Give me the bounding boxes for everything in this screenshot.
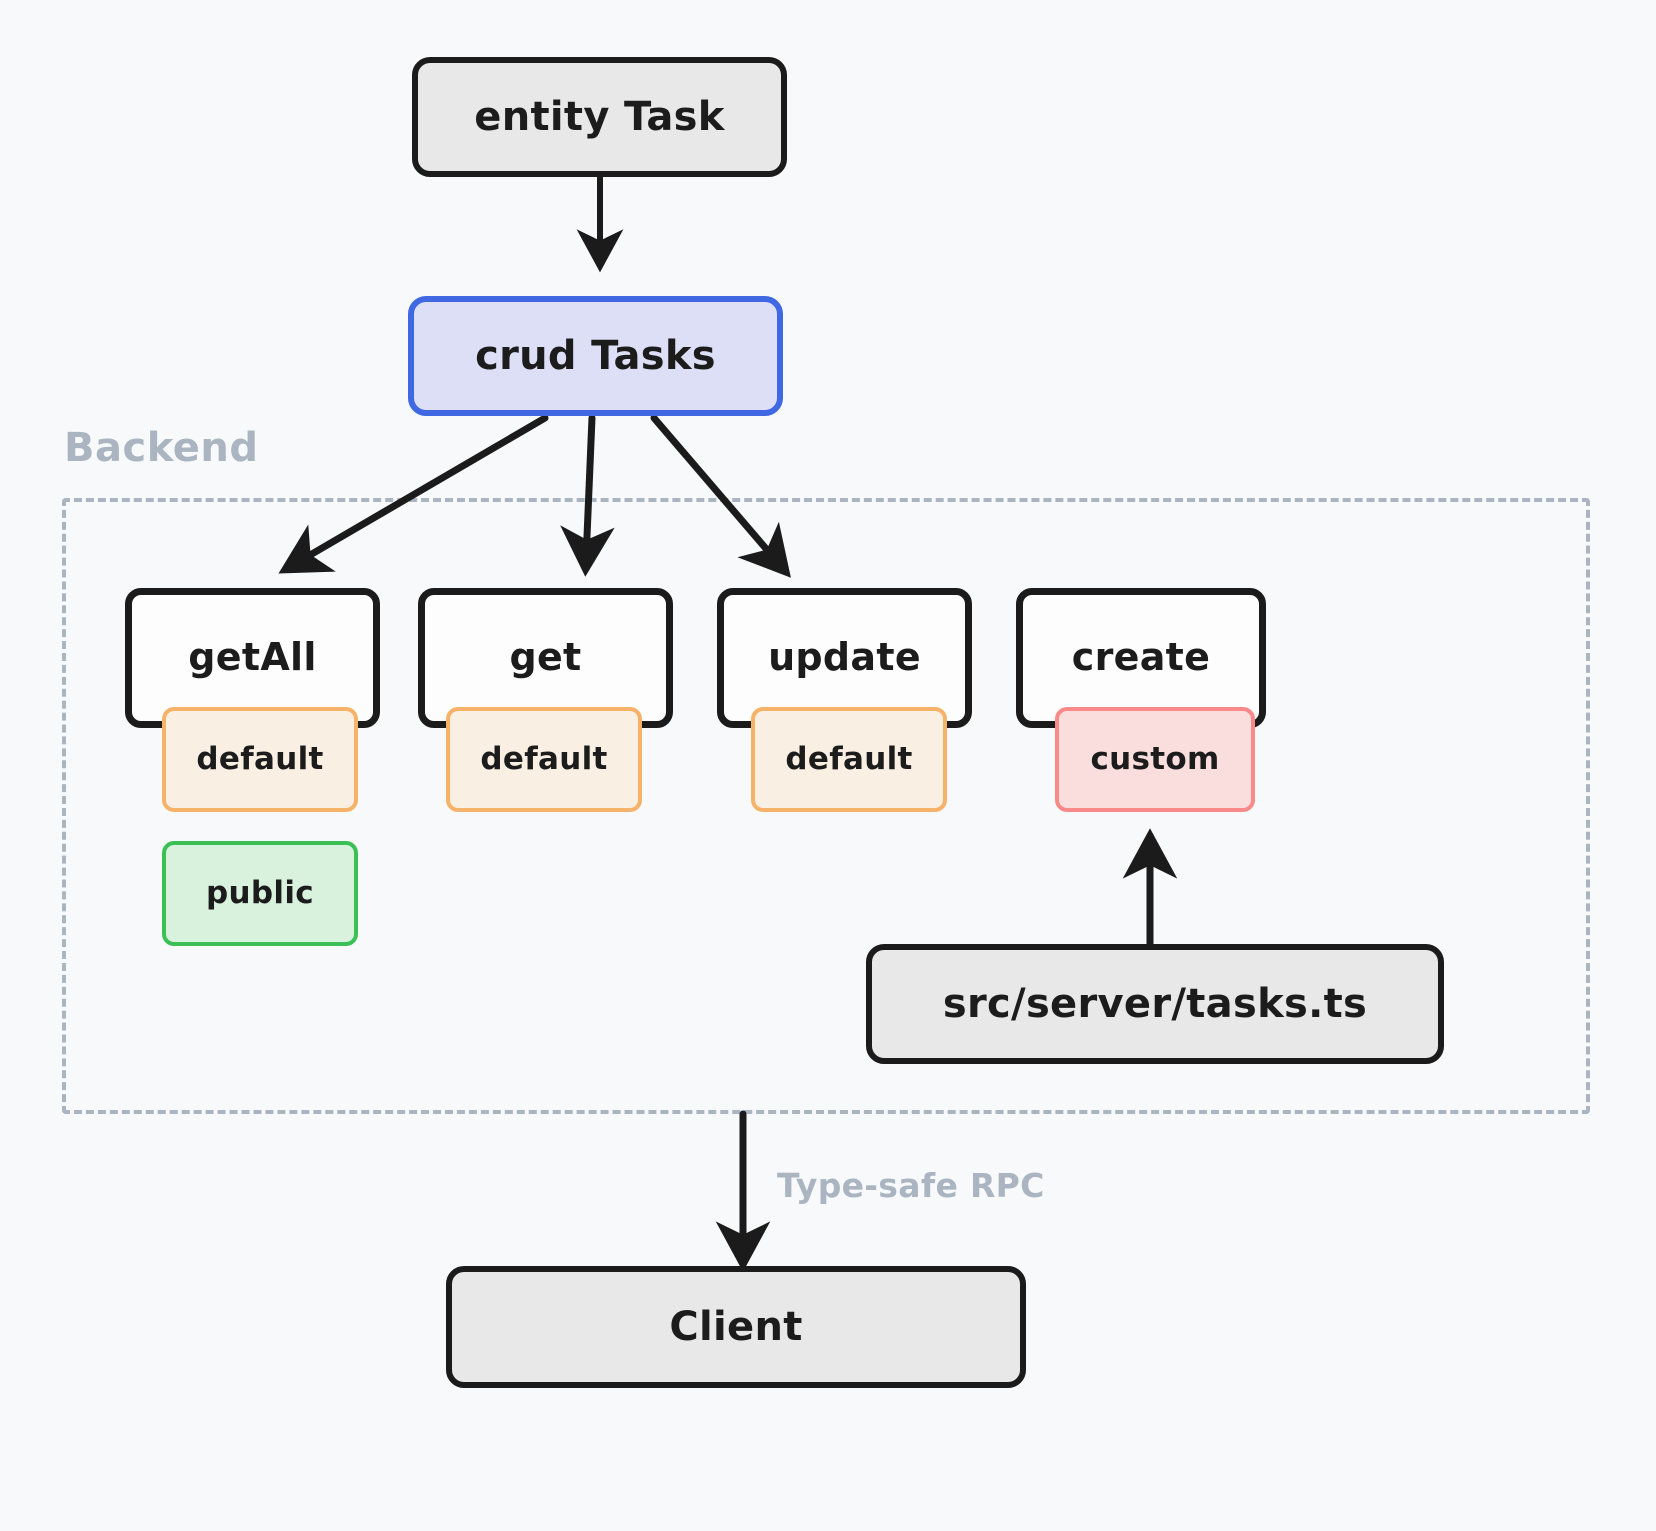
source-file-node[interactable]: src/server/tasks.ts [866, 944, 1444, 1064]
crud-tasks-node[interactable]: crud Tasks [408, 296, 783, 416]
badge-default-update[interactable]: default [751, 707, 947, 812]
method-node-update[interactable]: update [717, 588, 972, 728]
crud-tasks-label: crud Tasks [475, 333, 716, 379]
badge-label-default-get: default [480, 741, 608, 778]
badge-label-default-getall: default [196, 741, 324, 778]
badge-label-custom-create: custom [1090, 741, 1220, 778]
badge-default-getall[interactable]: default [162, 707, 358, 812]
method-label-getall: getAll [188, 635, 317, 679]
badge-label-public-getall: public [206, 875, 314, 912]
badge-custom-create[interactable]: custom [1055, 707, 1255, 812]
source-file-label: src/server/tasks.ts [942, 981, 1368, 1027]
rpc-edge-label: Type-safe RPC [777, 1166, 1045, 1205]
backend-group-title: Backend [64, 425, 259, 471]
badge-public-getall[interactable]: public [162, 841, 358, 946]
method-label-update: update [768, 635, 921, 679]
entity-task-node[interactable]: entity Task [412, 57, 787, 177]
method-node-create[interactable]: create [1016, 588, 1266, 728]
client-label: Client [669, 1304, 803, 1350]
method-node-get[interactable]: get [418, 588, 673, 728]
badge-default-get[interactable]: default [446, 707, 642, 812]
method-label-create: create [1071, 635, 1211, 679]
entity-task-label: entity Task [474, 94, 725, 140]
method-label-get: get [509, 635, 582, 679]
client-node[interactable]: Client [446, 1266, 1026, 1388]
badge-label-default-update: default [785, 741, 913, 778]
backend-group-container [62, 498, 1590, 1114]
